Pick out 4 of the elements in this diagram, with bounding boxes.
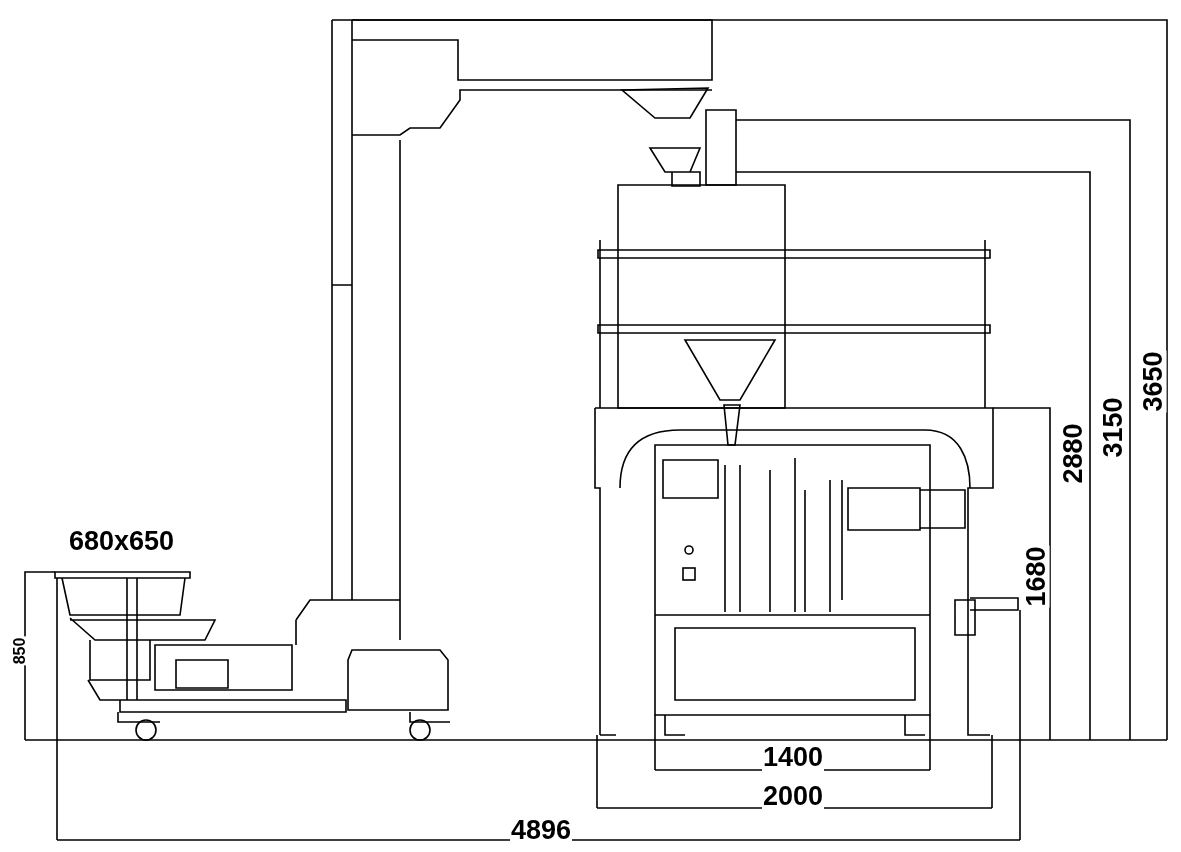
dimension-label: 1400 [762,744,825,771]
dimension-label: 4896 [510,817,573,844]
dimension-label: 2000 [762,783,825,810]
dimension-label: 850 [12,636,29,666]
